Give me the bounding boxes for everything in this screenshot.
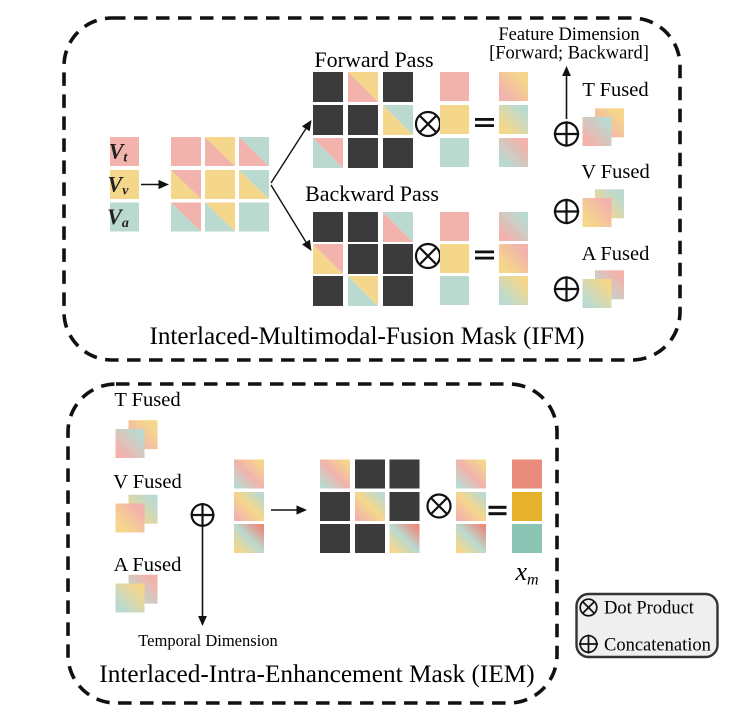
svg-text:Interlaced-Multimodal-Fusion M: Interlaced-Multimodal-Fusion Mask (IFM) [149, 323, 584, 350]
svg-text:[Forward; Backward]: [Forward; Backward] [489, 44, 649, 64]
svg-text:Feature Dimension: Feature Dimension [498, 25, 639, 45]
svg-text:V Fused: V Fused [113, 471, 182, 493]
svg-text:Backward Pass: Backward Pass [305, 181, 439, 206]
svg-text:T Fused: T Fused [114, 389, 180, 411]
svg-text:Concatenation: Concatenation [604, 636, 711, 656]
svg-text:V Fused: V Fused [581, 161, 650, 183]
svg-text:Dot Product: Dot Product [604, 599, 695, 619]
svg-text:Temporal Dimension: Temporal Dimension [138, 631, 278, 650]
svg-text:Forward Pass: Forward Pass [314, 47, 433, 72]
svg-text:A Fused: A Fused [114, 554, 182, 576]
svg-text:T Fused: T Fused [582, 79, 648, 101]
svg-text:Interlaced-Intra-Enhancement M: Interlaced-Intra-Enhancement Mask (IEM) [99, 660, 534, 688]
svg-text:A Fused: A Fused [582, 243, 650, 265]
